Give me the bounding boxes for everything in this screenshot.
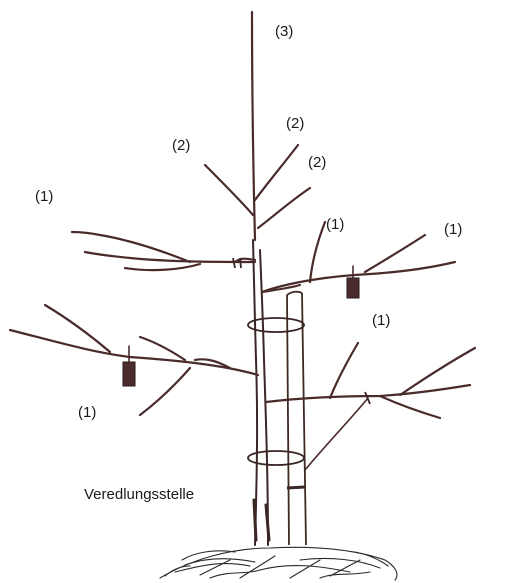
label-leader: (3): [275, 24, 293, 39]
hanging-weight-icon: [347, 266, 359, 298]
label-scaffold-lower-left: (1): [78, 405, 96, 420]
label-second-order-left: (2): [172, 138, 190, 153]
scaffold-upper-left: [72, 232, 255, 270]
label-scaffold-upper-mid: (1): [326, 217, 344, 232]
scaffold-lower-left: [10, 305, 258, 415]
second-order-branches: [205, 145, 310, 228]
label-scaffold-upper-right: (1): [444, 222, 462, 237]
scaffold-lower-right: [266, 343, 475, 470]
label-second-order-right-top: (2): [286, 116, 304, 131]
label-scaffold-lower-right: (1): [372, 313, 390, 328]
ground-soil: [160, 547, 397, 580]
label-scaffold-upper-left: (1): [35, 189, 53, 204]
hanging-weight-icon: [123, 346, 135, 386]
trunk: [253, 240, 269, 545]
label-second-order-right-bottom: (2): [308, 155, 326, 170]
central-leader: [252, 12, 255, 240]
label-graft-union: Veredlungsstelle: [84, 487, 194, 502]
